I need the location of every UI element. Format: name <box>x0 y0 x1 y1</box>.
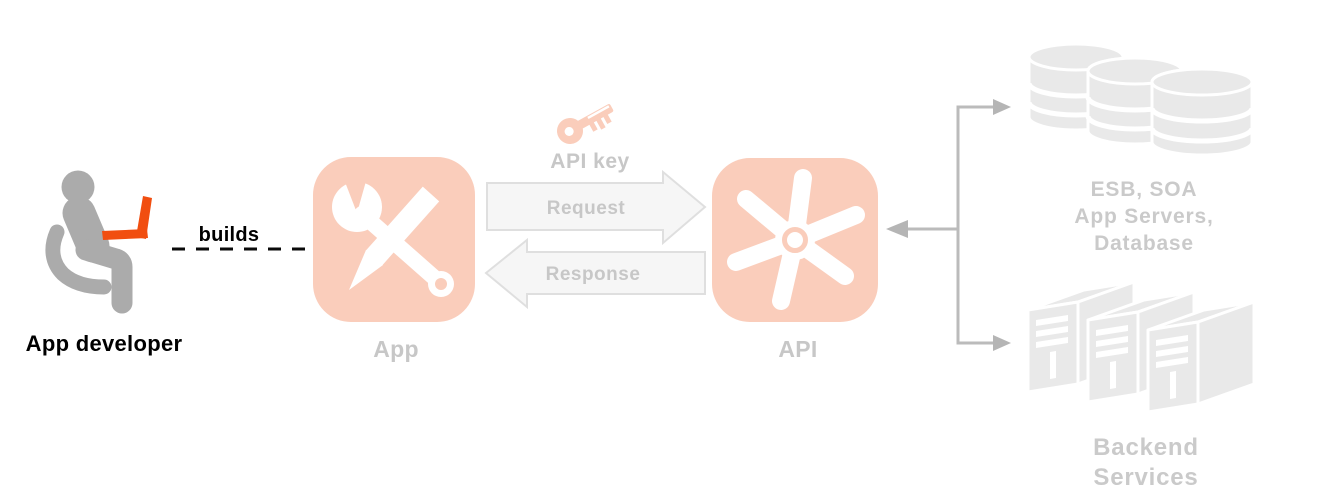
app-node-label: App <box>373 336 419 362</box>
key-tooth <box>602 113 612 125</box>
response-arrow-label: Response <box>545 264 641 285</box>
database-stack-icon <box>1026 42 1255 157</box>
key-tooth <box>595 117 606 130</box>
head-shape <box>61 170 95 204</box>
asterisk-hub <box>775 220 815 260</box>
backend-connector <box>906 105 996 345</box>
key-highlight <box>587 105 610 120</box>
app-developer-label: App developer <box>25 331 183 356</box>
wrench-handle-hole <box>435 278 447 290</box>
wrench-and-pencil-icon <box>332 167 454 297</box>
backend-connector-arrowheads <box>886 99 1011 351</box>
server-towers-icon <box>1026 280 1256 414</box>
database-cylinder <box>1149 67 1255 157</box>
request-arrow <box>486 169 707 246</box>
chair-shape <box>45 224 112 295</box>
esb-soa-label: ESB, SOA App Servers, Database <box>1074 178 1214 255</box>
person-at-laptop-icon <box>45 170 152 314</box>
key-hole <box>564 126 574 136</box>
arrowhead-to-api <box>886 220 908 238</box>
connector-bracket <box>956 105 996 345</box>
key-head <box>557 118 583 144</box>
api-key-label: API key <box>550 150 630 173</box>
api-node-icon <box>712 158 878 322</box>
server-tower <box>1146 300 1256 414</box>
wrench-handle <box>354 206 446 289</box>
api-node-label: API <box>778 336 818 362</box>
builds-label: builds <box>198 224 260 246</box>
arrowhead-to-databases <box>993 99 1011 115</box>
key-tooth <box>588 121 598 132</box>
asterisk-center-ring <box>782 227 808 253</box>
leg-shape <box>75 239 133 314</box>
arrowhead-to-servers <box>993 335 1011 351</box>
laptop-base <box>102 229 148 240</box>
wrench-jaw-notch <box>340 167 370 213</box>
pencil-body <box>365 186 440 266</box>
backend-services-label: Backend Services <box>1093 434 1199 491</box>
request-arrow-label: Request <box>546 198 626 219</box>
response-arrow <box>484 237 706 310</box>
pencil-tip <box>349 250 383 290</box>
laptop-screen <box>136 196 152 239</box>
key-icon <box>557 104 614 144</box>
app-node-icon <box>313 157 475 322</box>
